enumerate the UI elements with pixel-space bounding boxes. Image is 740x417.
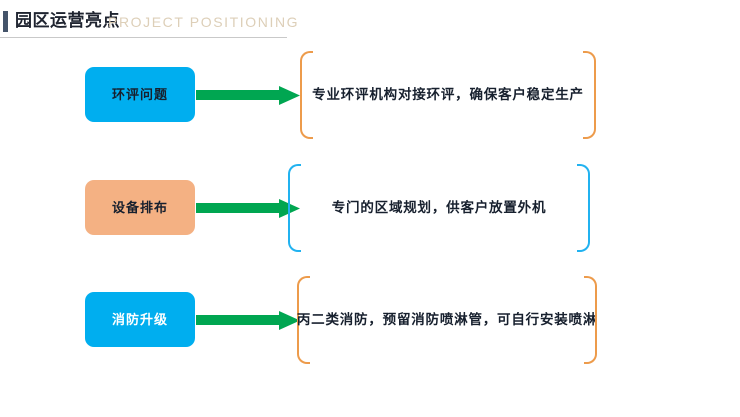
highlight-pill-shebei[interactable]: 设备排布: [85, 180, 195, 235]
page-header: 园区运营亮点 PROJECT POSITIONING: [0, 0, 740, 42]
description-bracket-group: 专业环评机构对接环评，确保客户稳定生产: [300, 51, 596, 139]
pill-label: 环评问题: [111, 86, 168, 102]
highlight-pill-huanping[interactable]: 环评问题: [85, 67, 195, 122]
page-subtitle: PROJECT POSITIONING: [108, 14, 300, 30]
highlight-row: 环评问题 专业环评机构对接环评，确保客户稳定生产: [0, 51, 740, 139]
arrow-right-icon: [196, 86, 300, 105]
arrow-right-icon: [196, 199, 300, 218]
description-text: 丙二类消防，预留消防喷淋管，可自行安装喷淋: [296, 312, 598, 327]
bracket-left-icon: [300, 51, 313, 139]
bracket-left-icon: [297, 276, 310, 364]
pill-label: 消防升级: [111, 311, 168, 327]
bracket-right-icon: [583, 51, 596, 139]
description-bracket-group: 丙二类消防，预留消防喷淋管，可自行安装喷淋: [297, 276, 597, 364]
header-accent-bar: [3, 11, 8, 32]
highlight-row: 消防升级 丙二类消防，预留消防喷淋管，可自行安装喷淋: [0, 276, 740, 364]
pill-label: 设备排布: [111, 199, 168, 215]
description-text: 专门的区域规划，供客户放置外机: [331, 200, 547, 215]
highlight-row: 设备排布 专门的区域规划，供客户放置外机: [0, 164, 740, 252]
page-title: 园区运营亮点: [15, 11, 120, 30]
description-bracket-group: 专门的区域规划，供客户放置外机: [288, 164, 590, 252]
description-text: 专业环评机构对接环评，确保客户稳定生产: [312, 87, 584, 102]
bracket-right-icon: [584, 276, 597, 364]
bracket-left-icon: [288, 164, 301, 252]
header-divider: [0, 37, 287, 38]
bracket-right-icon: [577, 164, 590, 252]
highlight-pill-xiaofang[interactable]: 消防升级: [85, 292, 195, 347]
arrow-right-icon: [196, 311, 300, 330]
